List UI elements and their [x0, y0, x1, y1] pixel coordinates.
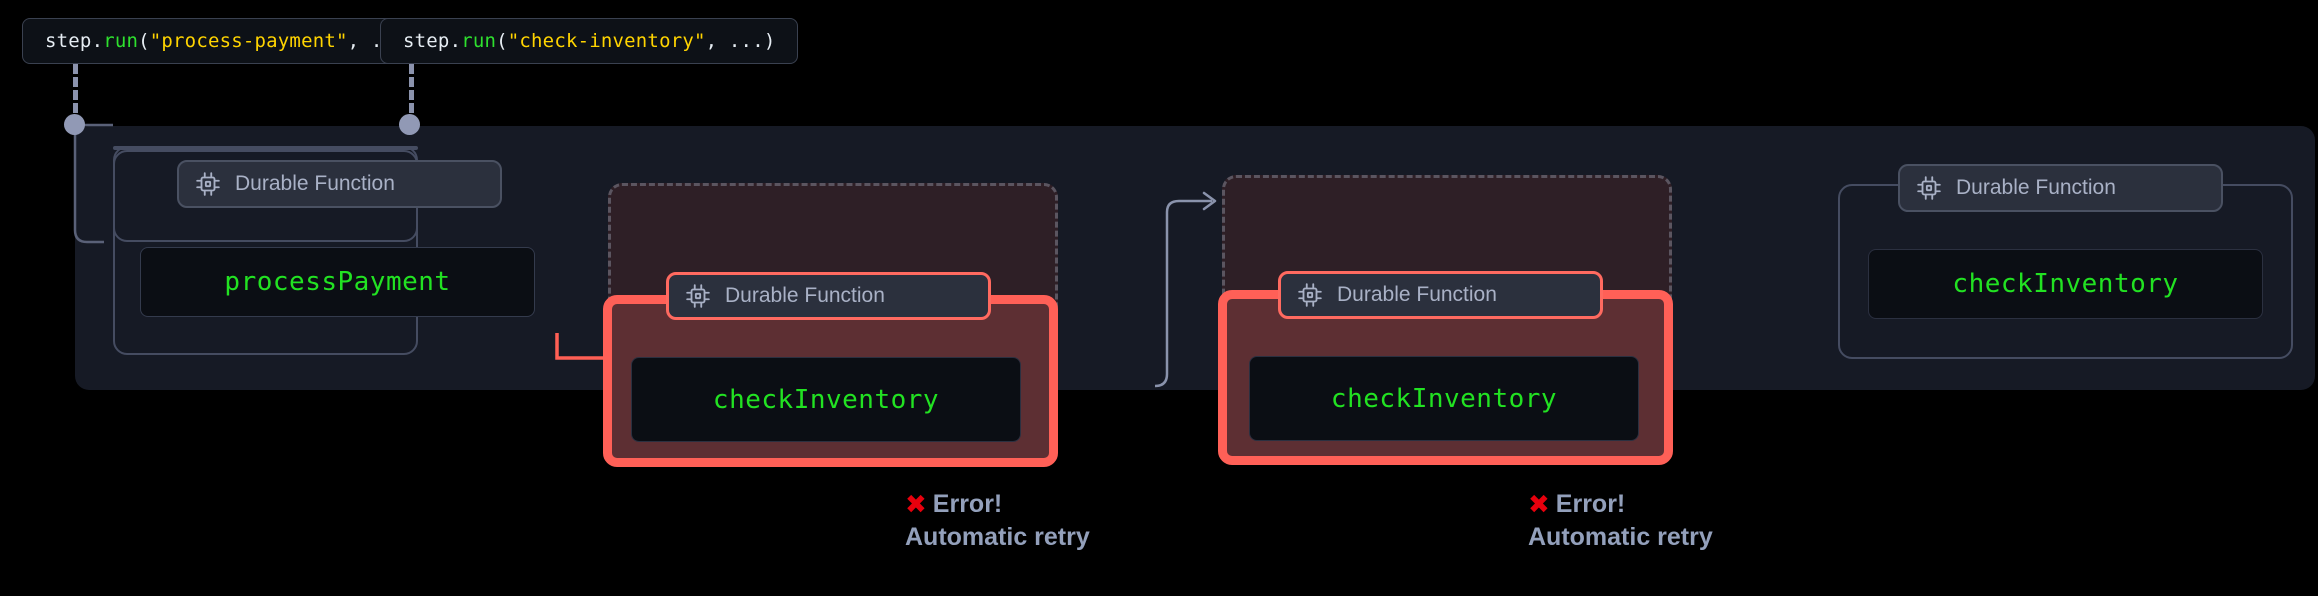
- function-name-step-4: checkInventory: [1952, 269, 2179, 299]
- error-annotation-1: ✖ Error! Automatic retry: [905, 490, 1090, 552]
- code-token-object: step: [45, 30, 92, 52]
- code-token-string: "check-inventory": [507, 30, 706, 52]
- code-label-check-inventory: step.run("check-inventory", ...): [380, 18, 799, 64]
- cpu-chip-icon: [1917, 176, 1941, 200]
- function-box-step-4[interactable]: checkInventory: [1868, 249, 2263, 319]
- function-box-step-1[interactable]: processPayment: [140, 247, 535, 317]
- function-box-step-3[interactable]: checkInventory: [1249, 356, 1639, 441]
- connector-dot-step-1: [64, 114, 85, 135]
- cpu-chip-icon: [686, 284, 710, 308]
- error-x-icon: ✖: [905, 489, 927, 520]
- durable-function-pill-step-2[interactable]: Durable Function: [666, 272, 991, 320]
- error-label: Error!: [932, 490, 1003, 518]
- cpu-chip-icon: [1298, 283, 1322, 307]
- code-token-paren: (: [138, 30, 150, 52]
- code-token-dot: .: [449, 30, 462, 52]
- code-token-string: "process-payment": [149, 30, 348, 52]
- durable-function-pill-step-1[interactable]: Durable Function: [177, 160, 502, 208]
- durable-function-pill-label: Durable Function: [725, 284, 885, 307]
- connector-dot-step-2: [399, 114, 420, 135]
- error-line: ✖ Error!: [1528, 490, 1713, 519]
- durable-function-pill-step-3[interactable]: Durable Function: [1278, 271, 1603, 319]
- dropper-line-check-inventory: [409, 64, 414, 126]
- function-name-step-3: checkInventory: [1330, 383, 1558, 414]
- durable-function-pill-label: Durable Function: [1956, 176, 2116, 199]
- code-token-paren: (: [496, 30, 508, 52]
- durable-function-group-step-1-spacer: [113, 146, 418, 150]
- durable-function-pill-step-4[interactable]: Durable Function: [1898, 164, 2223, 212]
- error-x-icon: ✖: [1528, 489, 1550, 520]
- code-token-method: run: [461, 30, 497, 52]
- retry-label: Automatic retry: [905, 523, 1090, 551]
- dropper-line-process-payment: [73, 64, 78, 126]
- durable-function-pill-label: Durable Function: [1337, 283, 1497, 306]
- retry-label: Automatic retry: [1528, 523, 1713, 551]
- code-token-object: step: [403, 30, 450, 52]
- function-name-step-1: processPayment: [224, 267, 451, 297]
- cpu-chip-icon: [196, 172, 220, 196]
- code-label-process-payment: step.run("process-payment", ...): [22, 18, 441, 64]
- code-token-dot: .: [91, 30, 104, 52]
- error-annotation-2: ✖ Error! Automatic retry: [1528, 490, 1713, 552]
- durable-function-pill-label: Durable Function: [235, 172, 395, 195]
- code-token-method: run: [103, 30, 139, 52]
- code-token-rest: , ...): [705, 30, 776, 52]
- error-line: ✖ Error!: [905, 490, 1090, 519]
- function-name-step-2: checkInventory: [712, 384, 940, 415]
- error-label: Error!: [1555, 490, 1626, 518]
- function-box-step-2[interactable]: checkInventory: [631, 357, 1021, 442]
